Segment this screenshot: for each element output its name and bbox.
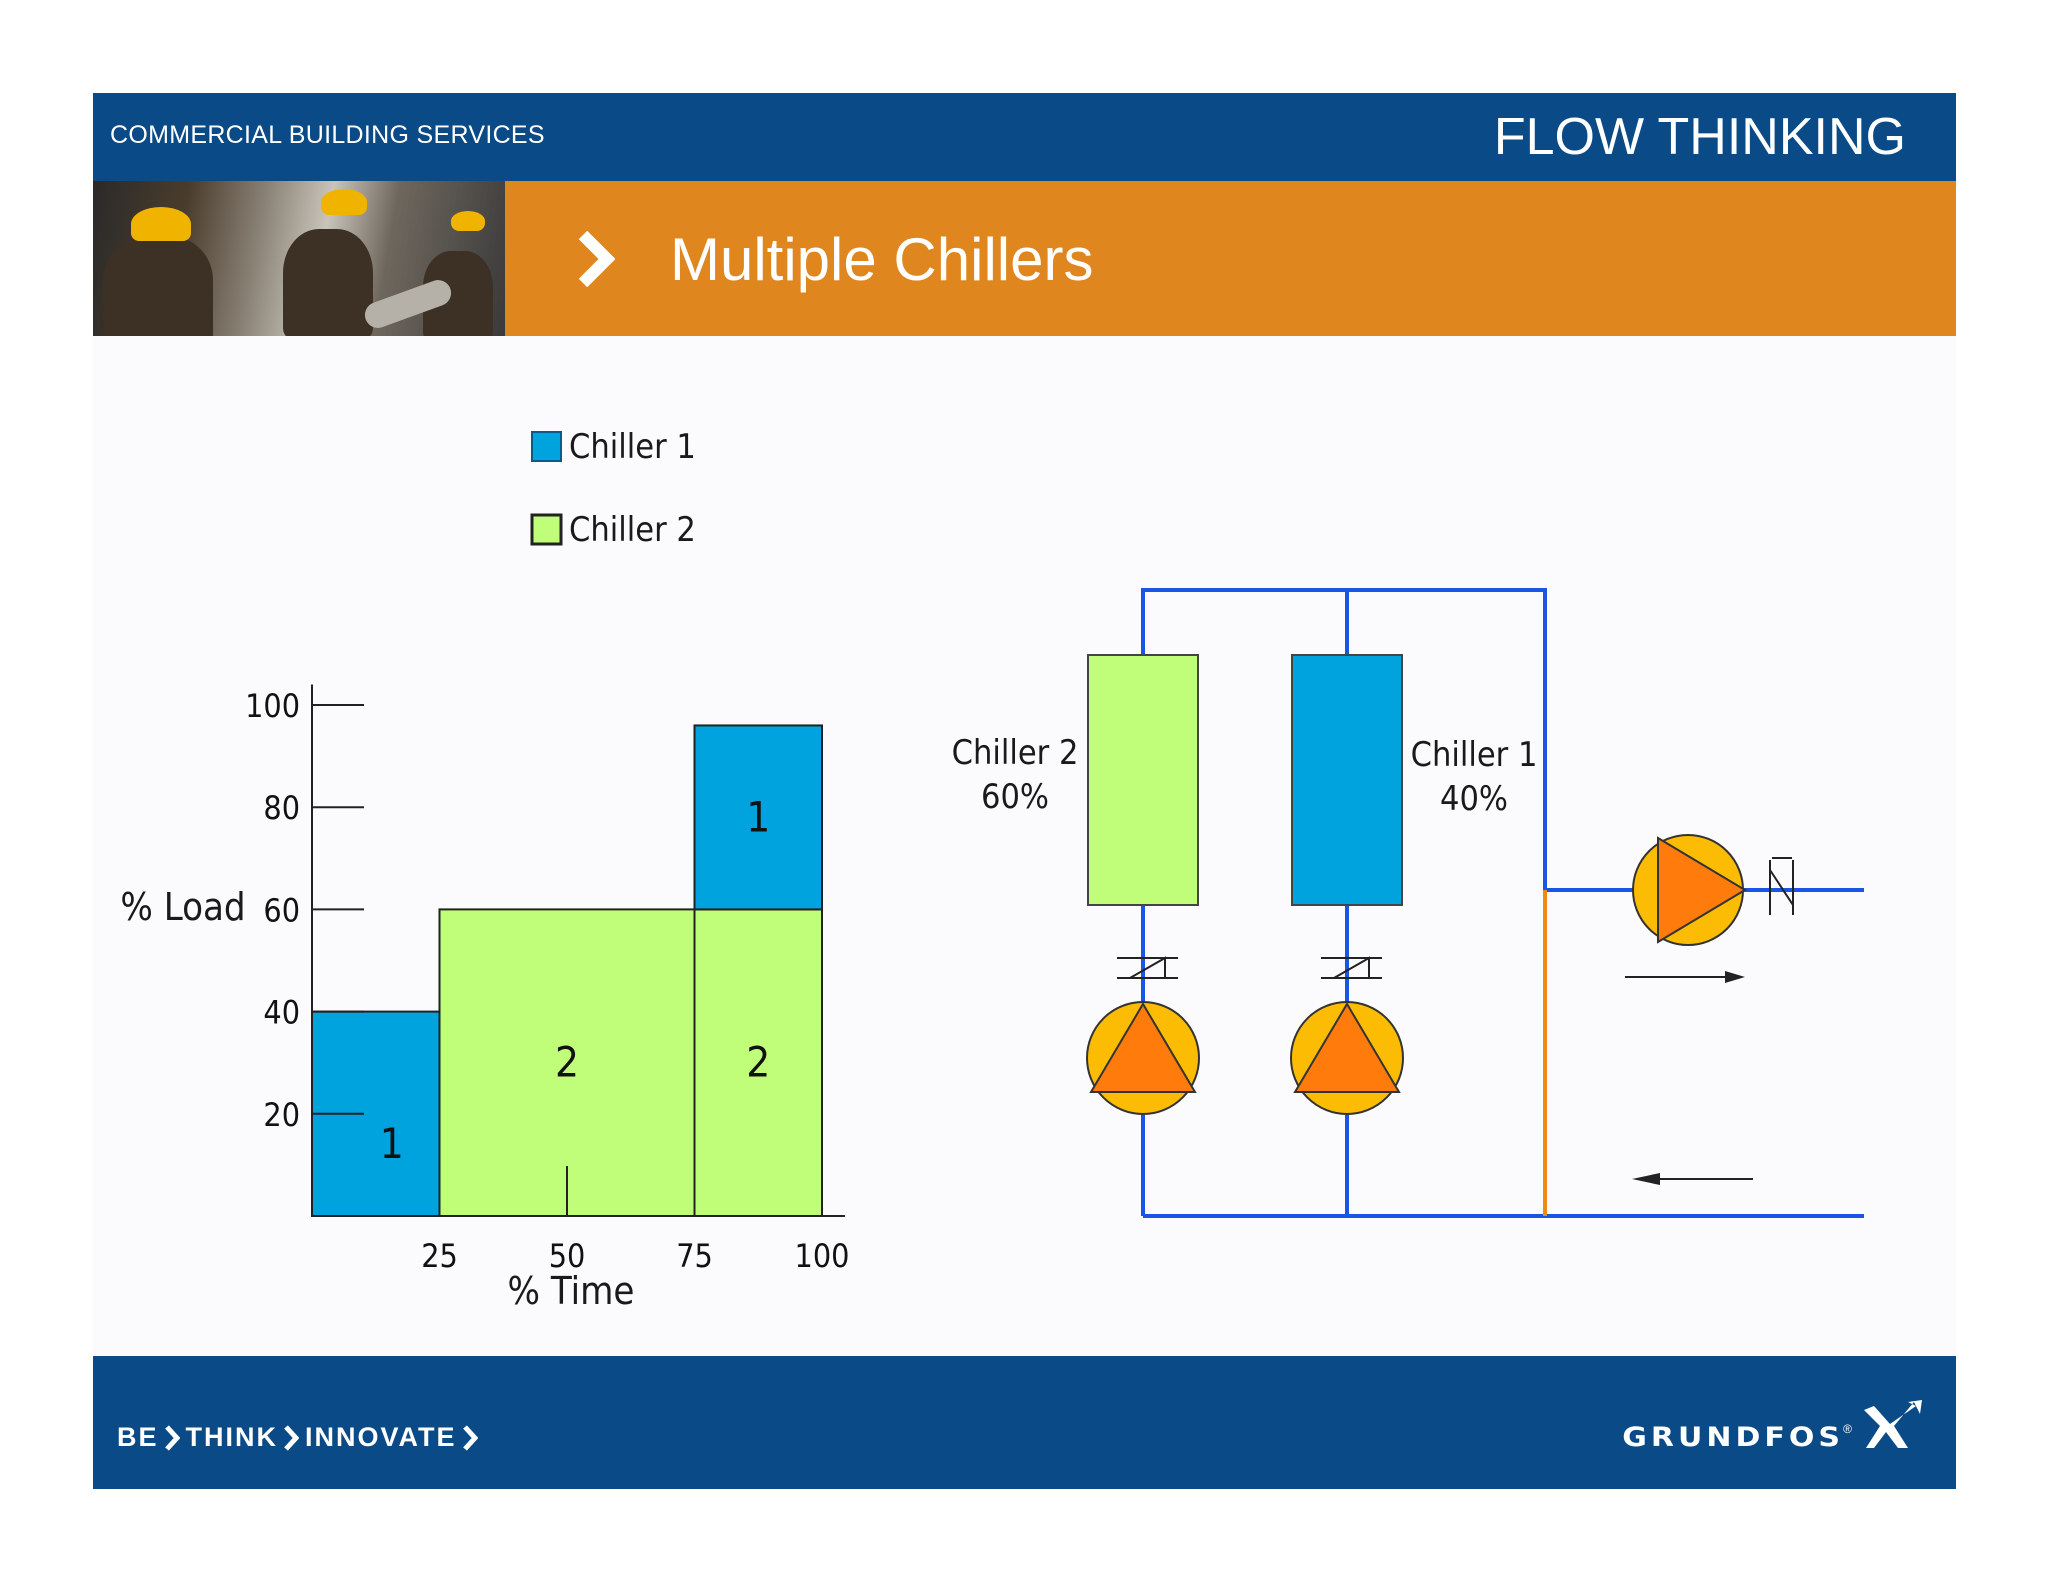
y-tick-label: 20 [263,1096,300,1134]
slogan-word: INNOVATE [305,1422,457,1452]
bar-data-label: 1 [380,1119,404,1168]
pump-icon [1086,1001,1200,1115]
chiller1-unit [1291,654,1403,906]
check-valve-icon [1117,956,1178,979]
check-valve-icon [1769,857,1794,915]
x-tick-label: 50 [549,1237,586,1275]
footer-slogan: BE THINK INNOVATE [117,1422,484,1453]
bar-data-label: 2 [746,1038,770,1087]
check-valve-icon [1321,956,1382,979]
legend-label-chiller2: Chiller 2 [569,510,696,550]
chevron-right-icon [284,1424,300,1451]
legend-swatch-chiller2 [530,513,563,546]
grundfos-logo-text: GRUNDFOS [1622,1421,1844,1454]
slogan-word: THINK [185,1422,279,1452]
slogan-word: BE [117,1422,159,1452]
chart-bar [693,908,823,1218]
x-axis-label: % Time [508,1269,635,1313]
y-tick-label: 40 [263,994,300,1032]
grundfos-logo-icon [1864,1400,1922,1448]
chiller1-label: Chiller 1 [1411,735,1538,775]
y-tick-label: 60 [263,891,300,929]
registered-mark: ® [1843,1422,1852,1436]
pump-icon [1290,1001,1404,1115]
chiller2-label: Chiller 2 [952,733,1079,773]
header-bar: COMMERCIAL BUILDING SERVICES FLOW THINKI… [93,93,1956,181]
chiller1-share: 40% [1440,779,1508,819]
bar-data-label: 2 [555,1038,579,1087]
footer-bar: BE THINK INNOVATE GRUNDFOS ® [93,1356,1956,1489]
workers-photo [93,181,505,336]
title-bar: Multiple Chillers [505,181,1956,336]
legend-label-chiller1: Chiller 1 [569,427,696,467]
chiller2-share: 60% [981,777,1049,817]
return-flow-arrow-icon [1632,1173,1753,1185]
chiller2-unit [1087,654,1199,906]
y-axis-label: % Load [120,885,245,929]
supply-piping [1141,588,1864,1218]
distribution-pump-icon [1632,834,1747,946]
x-tick-label: 75 [676,1237,713,1275]
chevron-right-icon [578,231,615,287]
x-tick-label: 25 [421,1237,458,1275]
section-label: COMMERCIAL BUILDING SERVICES [110,121,545,149]
y-tick-label: 100 [245,687,300,725]
bar-data-label: 1 [746,792,770,841]
chevron-right-icon [462,1424,478,1451]
legend-swatch-chiller1 [531,431,562,462]
x-tick-label: 100 [795,1237,850,1275]
brand-tagline: FLOW THINKING [1493,108,1906,166]
y-tick-label: 80 [263,789,300,827]
chevron-right-icon [164,1424,180,1451]
flow-direction-arrow-icon [1625,971,1745,983]
chart-bar [693,724,823,911]
page-title: Multiple Chillers [670,226,1094,293]
chart-bar [438,908,696,1218]
chart-legend: Chiller 1 Chiller 2 [530,427,696,550]
